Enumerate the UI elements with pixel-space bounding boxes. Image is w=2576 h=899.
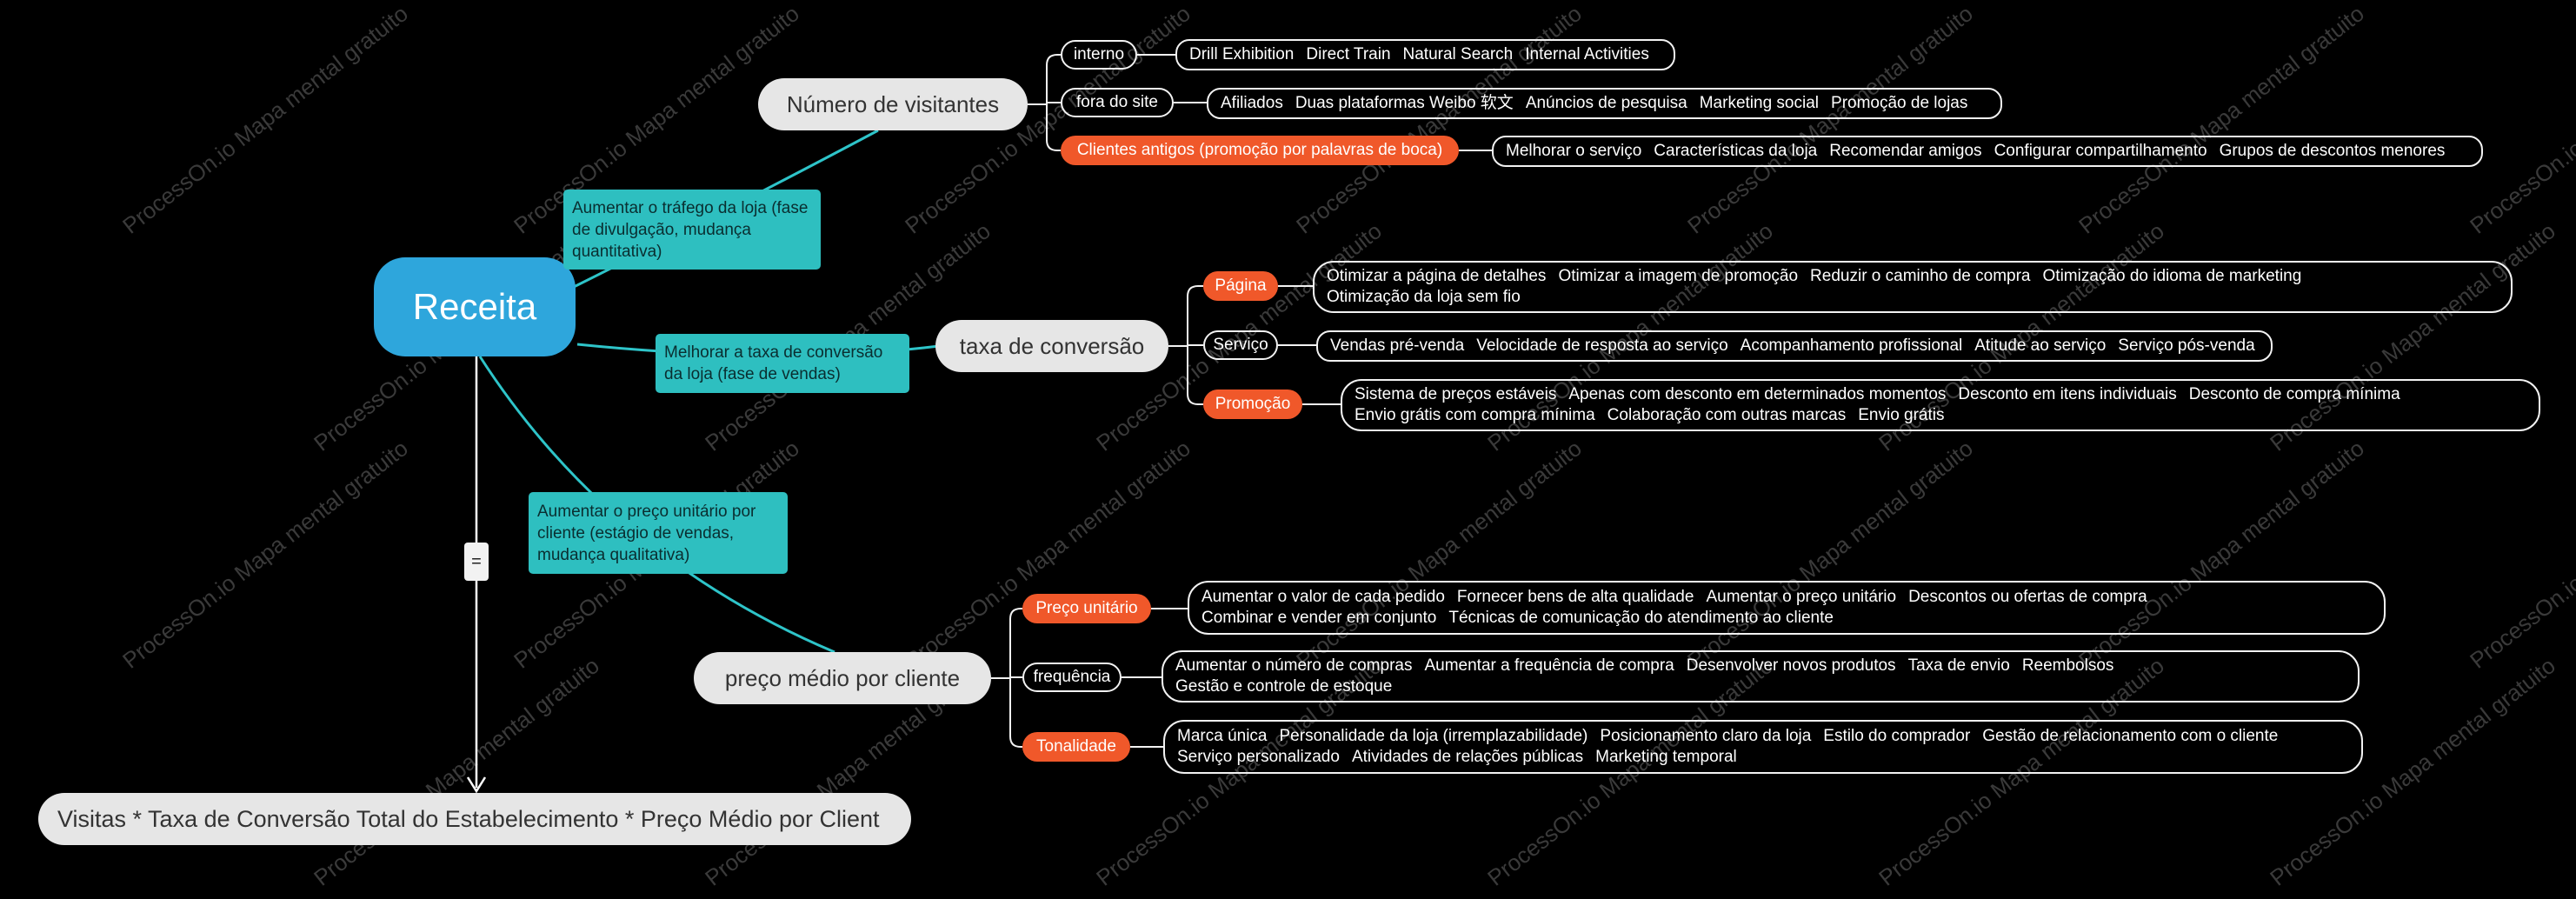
root-node-receita[interactable]: Receita <box>374 257 576 356</box>
topic-pill-fora-do-site[interactable]: fora do site <box>1061 88 1174 117</box>
topic-pill-pagina[interactable]: Página <box>1203 271 1278 301</box>
branch-node-taxa-de-conversao[interactable]: taxa de conversão <box>935 320 1168 372</box>
item-text: Envio grátis <box>1858 406 1945 424</box>
item-text: Otimização da loja sem fio <box>1327 288 1521 306</box>
item-text: Colaboração com outras marcas <box>1607 406 1847 424</box>
item-text: Serviço pós-venda <box>2118 336 2255 355</box>
topic-pill-promocao[interactable]: Promoção <box>1203 390 1302 419</box>
items-box-servico[interactable]: Vendas pré-venda Velocidade de resposta a… <box>1316 330 2273 362</box>
item-text: Drill Exhibition <box>1189 45 1295 63</box>
item-text: Taxa de envio <box>1907 656 2010 675</box>
item-text: Afiliados <box>1221 94 1283 112</box>
item-text: Reembolsos <box>2021 656 2114 675</box>
items-box-fora-do-site[interactable]: Afiliados Duas plataformas Weibo 软文 Anúnci… <box>1207 88 2002 119</box>
topic-pill-frequencia[interactable]: frequência <box>1022 663 1122 692</box>
item-text: Marketing temporal <box>1595 748 1737 766</box>
items-box-interno[interactable]: Drill Exhibition Direct Train Natural Sear… <box>1175 39 1675 70</box>
item-text: Serviço personalizado <box>1177 748 1340 766</box>
topic-pill-preco-unitario[interactable]: Preço unitário <box>1022 594 1151 623</box>
topic-pill-interno[interactable]: interno <box>1061 40 1137 70</box>
items-box-frequencia[interactable]: Aumentar o número de compras Aumentar a f… <box>1162 650 2360 703</box>
item-text: Desenvolver novos produtos <box>1686 656 1896 675</box>
item-text: Envio grátis com compra mínima <box>1355 406 1595 424</box>
item-text: Vendas pré-venda <box>1330 336 1465 355</box>
items-box-tonalidade[interactable]: Marca única Personalidade da loja (irremp… <box>1163 720 2363 774</box>
item-text: Otimizar a imagem de promoção <box>1558 267 1799 285</box>
item-text: Aumentar o preço unitário <box>1706 588 1897 606</box>
arrowhead-formula <box>466 776 487 794</box>
branch-node-preco-medio-por-cliente[interactable]: preço médio por cliente <box>694 652 991 704</box>
item-text: Internal Activities <box>1525 45 1649 63</box>
item-text: Desconto de compra mínima <box>2188 385 2400 403</box>
item-text: Melhorar o serviço <box>1506 142 1642 160</box>
relation-label-1[interactable]: Aumentar o tráfego da loja (fase de divu… <box>563 190 821 270</box>
items-box-pagina[interactable]: Otimizar a página de detalhes Otimizar a … <box>1313 261 2513 313</box>
relation-label-2[interactable]: Melhorar a taxa de conversão da loja (fa… <box>656 334 909 393</box>
item-text: Natural Search <box>1402 45 1514 63</box>
items-box-promocao[interactable]: Sistema de preços estáveis Apenas com des… <box>1341 379 2540 431</box>
item-text: Aumentar o valor de cada pedido <box>1201 588 1445 606</box>
item-text: Apenas com desconto em determinados mome… <box>1568 385 1947 403</box>
item-text: Otimizar a página de detalhes <box>1327 267 1547 285</box>
item-text: Desconto em itens individuais <box>1958 385 2177 403</box>
item-text: Reduzir o caminho de compra <box>1810 267 2031 285</box>
item-text: Marca única <box>1177 727 1268 745</box>
item-text: Sistema de preços estáveis <box>1355 385 1557 403</box>
item-text: Técnicas de comunicação do atendimento a… <box>1448 609 1834 627</box>
item-text: Acompanhamento profissional <box>1740 336 1963 355</box>
items-box-preco-unitario[interactable]: Aumentar o valor de cada pedido Fornecer … <box>1188 581 2386 635</box>
formula-node[interactable]: Visitas * Taxa de Conversão Total do Est… <box>38 793 911 845</box>
item-text: Configurar compartilhamento <box>1994 142 2207 160</box>
item-text: Descontos ou ofertas de compra <box>1908 588 2147 606</box>
items-box-clientes-antigos-promocao-por-palavras-d[interactable]: Melhorar o serviço Características da loj… <box>1492 136 2483 167</box>
branch-node-numero-de-visitantes[interactable]: Número de visitantes <box>758 78 1028 130</box>
item-text: Velocidade de resposta ao serviço <box>1476 336 1728 355</box>
item-text: Otimização do idioma de marketing <box>2042 267 2302 285</box>
item-text: Grupos de descontos menores <box>2219 142 2446 160</box>
topic-pill-servico[interactable]: Serviço <box>1203 330 1278 360</box>
item-text: Aumentar o número de compras <box>1175 656 1413 675</box>
item-text: Personalidade da loja (irremplazabilidad… <box>1279 727 1588 745</box>
item-text: Atitude ao serviço <box>1974 336 2107 355</box>
item-text: Estilo do comprador <box>1823 727 1971 745</box>
item-text: Atividades de relações públicas <box>1351 748 1584 766</box>
item-text: Fornecer bens de alta qualidade <box>1456 588 1694 606</box>
item-text: Aumentar a frequência de compra <box>1424 656 1674 675</box>
item-text: Posicionamento claro da loja <box>1600 727 1812 745</box>
item-text: Duas plataformas Weibo 软文 <box>1295 94 1514 112</box>
item-text: Características da loja <box>1654 142 1818 160</box>
item-text: Marketing social <box>1699 94 1820 112</box>
item-text: Direct Train <box>1306 45 1391 63</box>
topic-pill-clientes-antigos-promocao-por-palavras-d[interactable]: Clientes antigos (promoção por palavras … <box>1061 136 1459 165</box>
relation-label-3[interactable]: Aumentar o preço unitário por cliente (e… <box>529 492 788 574</box>
item-text: Combinar e vender em conjunto <box>1201 609 1437 627</box>
item-text: Gestão de relacionamento com o cliente <box>1982 727 2279 745</box>
item-text: Gestão e controle de estoque <box>1175 677 1393 696</box>
item-text: Anúncios de pesquisa <box>1525 94 1687 112</box>
item-text: Recomendar amigos <box>1829 142 1982 160</box>
item-text: Promoção de lojas <box>1831 94 1968 112</box>
equals-node[interactable]: = <box>464 543 489 581</box>
topic-pill-tonalidade[interactable]: Tonalidade <box>1022 732 1130 762</box>
